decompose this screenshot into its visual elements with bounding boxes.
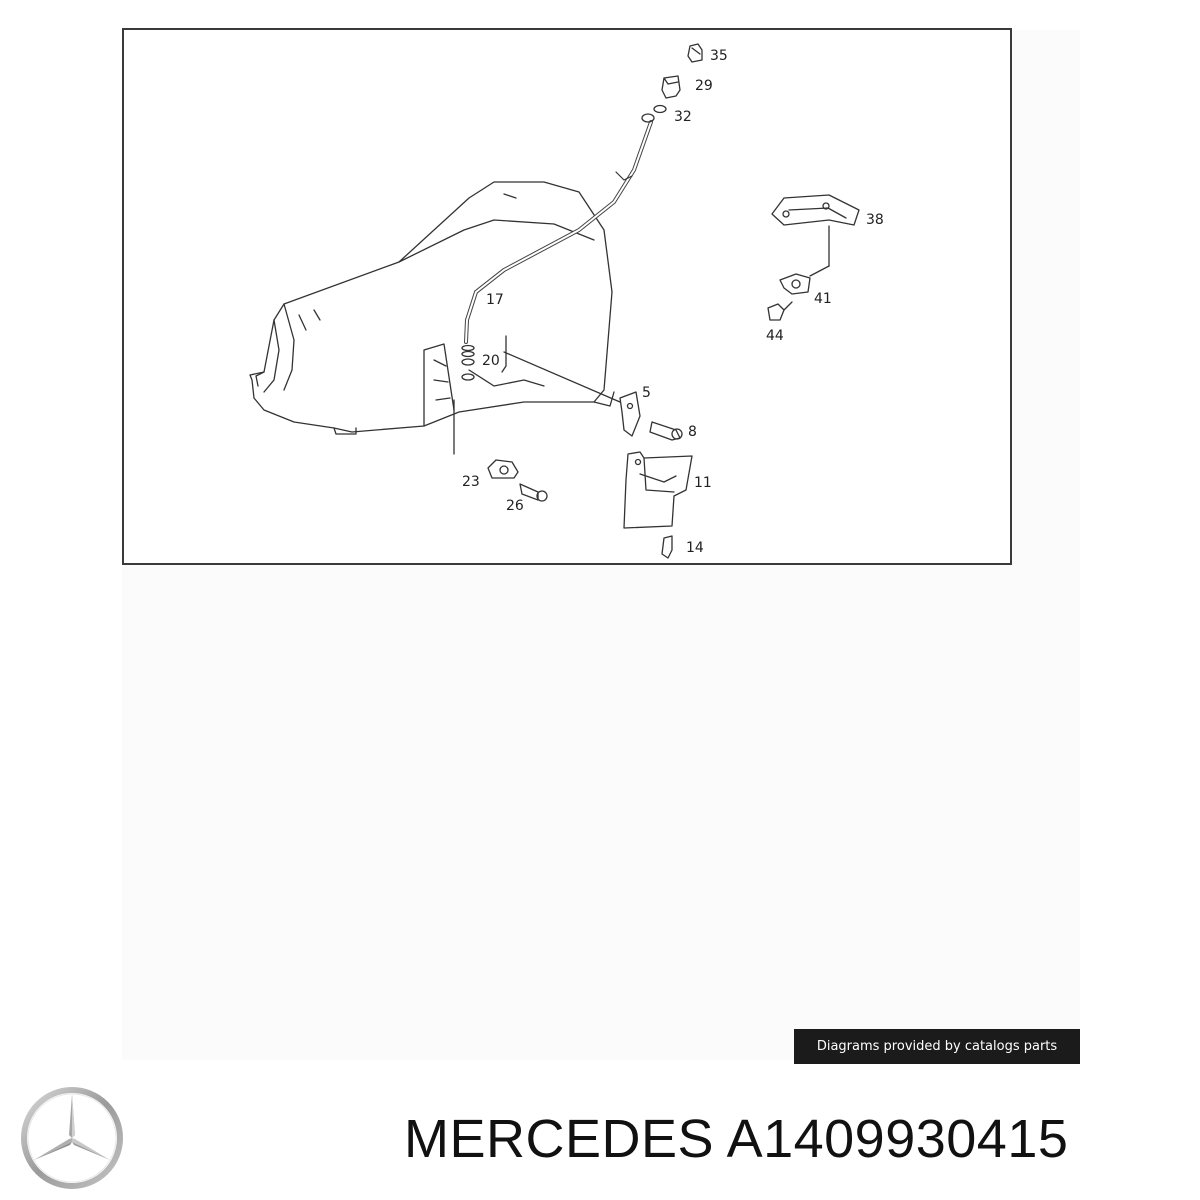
callout-23: 23 xyxy=(462,474,480,490)
transmission-housing xyxy=(249,181,613,433)
parts-diagram: 35 29 32 38 17 41 44 20 5 8 11 23 26 14 xyxy=(122,28,1012,565)
callout-17: 17 xyxy=(486,292,504,308)
part-41 xyxy=(779,273,811,295)
callout-38: 38 xyxy=(866,212,884,228)
callout-20: 20 xyxy=(482,353,500,369)
callout-26: 26 xyxy=(506,498,524,514)
part-number-title: MERCEDES A1409930415 xyxy=(404,1109,1069,1169)
part-26 xyxy=(519,483,539,501)
part-8 xyxy=(649,421,681,441)
callout-14: 14 xyxy=(686,540,704,556)
dipstick-tube xyxy=(464,120,653,344)
part-5 xyxy=(619,391,641,437)
callout-5: 5 xyxy=(642,385,651,401)
callout-8: 8 xyxy=(688,424,697,440)
diagram-drawing: 35 29 32 38 17 41 44 20 5 8 11 23 26 14 xyxy=(249,43,884,559)
part-23 xyxy=(487,459,519,479)
part-44 xyxy=(767,303,785,321)
callout-35: 35 xyxy=(710,48,728,64)
callout-41: 41 xyxy=(814,291,832,307)
part-38 xyxy=(771,194,860,226)
part-35 xyxy=(687,43,703,63)
mercedes-star-icon xyxy=(21,1087,123,1189)
part-14 xyxy=(661,535,673,559)
part-11 xyxy=(623,451,693,529)
part-32 xyxy=(653,104,667,114)
part-29 xyxy=(661,75,681,99)
diagram-credit-badge: Diagrams provided by catalogs parts xyxy=(794,1029,1080,1064)
callout-44: 44 xyxy=(766,328,784,344)
callout-11: 11 xyxy=(694,475,712,491)
callout-29: 29 xyxy=(695,78,713,94)
callout-32: 32 xyxy=(674,109,692,125)
